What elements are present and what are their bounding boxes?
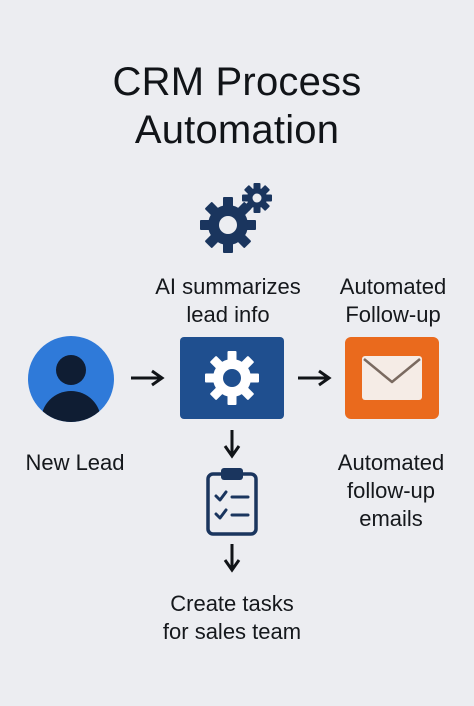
page-title: CRM Process Automation [0,58,474,154]
arrow-down-icon [222,428,242,462]
ai-process-box [180,337,284,419]
arrow-right-icon [295,368,335,388]
arrow-right-icon [128,368,168,388]
arrow-down-icon [222,542,242,576]
envelope-icon [361,355,423,401]
title-line-2: Automation [134,108,340,152]
clipboard-checklist-icon [204,466,260,538]
gear-icon [202,348,262,408]
ai-summary-label: AI summarizes lead info [155,274,301,327]
followup-label: Automated Follow-up [339,274,447,327]
followup-emails-label: Automated follow-up emails [337,450,445,531]
title-line-1: CRM Process [112,60,362,104]
create-tasks-label: Create tasks for sales team [162,591,302,644]
user-avatar-icon [27,335,115,423]
new-lead-label: New Lead [25,450,125,475]
gears-icon [198,181,274,257]
email-box [345,337,439,419]
